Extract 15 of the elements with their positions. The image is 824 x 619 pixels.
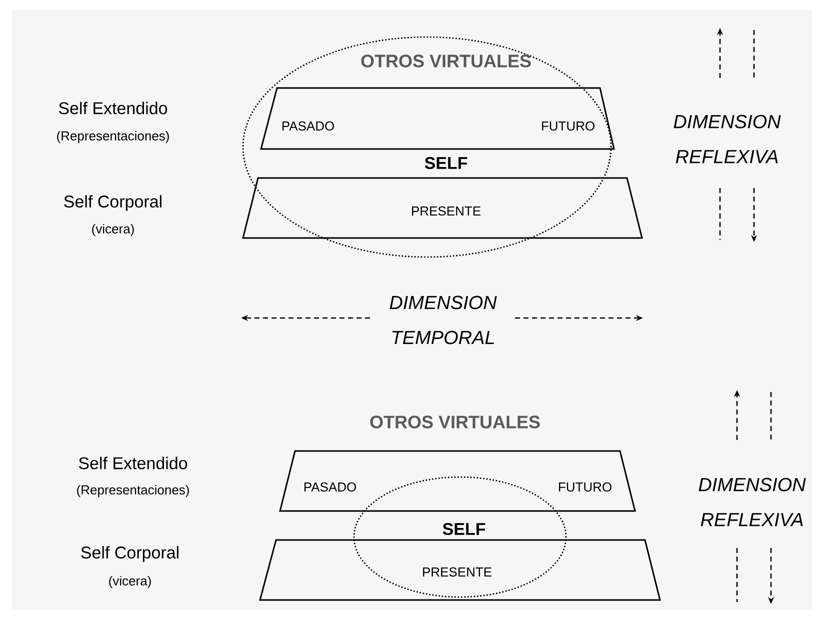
side-label: Self Corporal xyxy=(81,546,178,562)
side-label: (Representaciones) xyxy=(77,484,189,498)
axis-label: DIMENSION TEMPORAL xyxy=(390,296,497,344)
axis-label: DIMENSION REFLEXIVA xyxy=(698,478,806,526)
side-label: (Representaciones) xyxy=(57,130,169,144)
trapezoid-box: PASADO FUTURO xyxy=(279,450,636,512)
side-label: Self Corporal xyxy=(64,195,162,211)
side-label: Self Extendido xyxy=(78,456,188,470)
axis-label: DIMENSION REFLEXIVA xyxy=(674,114,781,164)
heading-text: OTROS VIRTUALES xyxy=(370,416,540,428)
trapezoid-box: PRESENTE xyxy=(242,177,643,239)
side-label: Self Extendido xyxy=(58,102,168,114)
side-label: (vicera) xyxy=(92,224,134,236)
side-label: (vicera) xyxy=(109,576,151,588)
trapezoid-box: PRESENTE xyxy=(259,539,661,601)
